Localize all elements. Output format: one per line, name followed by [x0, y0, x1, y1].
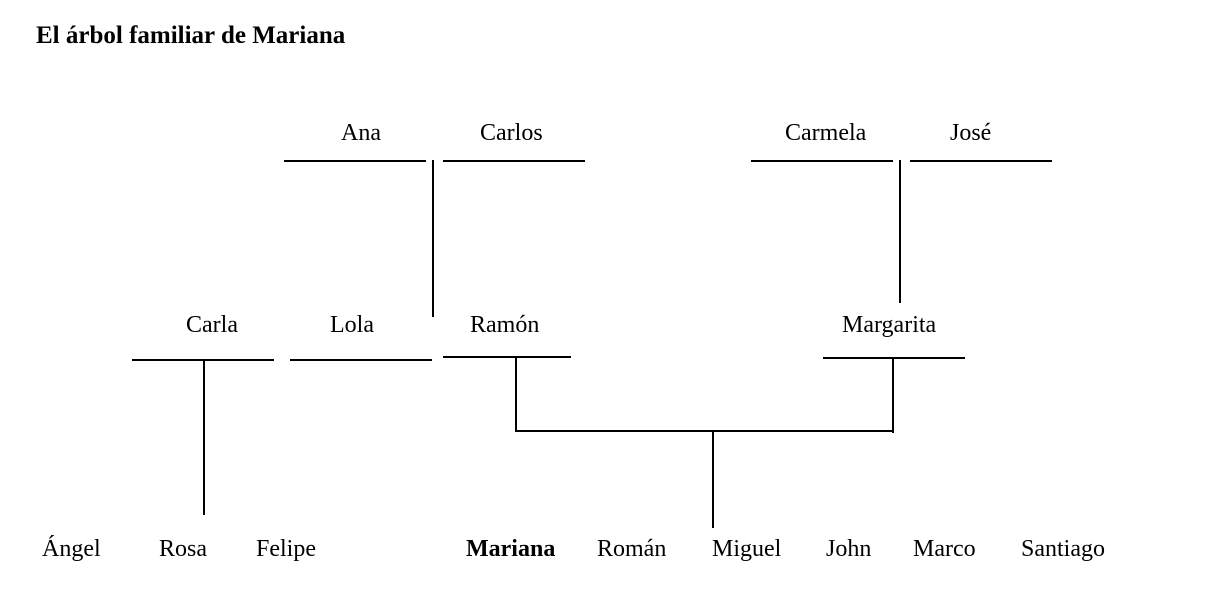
- carmela-jose-descent-line: [899, 160, 901, 303]
- person-mariana: Mariana: [466, 536, 556, 562]
- margarita-marriage-line: [892, 357, 894, 433]
- person-jose: José: [950, 120, 992, 146]
- person-john: John: [826, 536, 872, 562]
- person-ramon: Ramón: [470, 312, 540, 338]
- person-ana: Ana: [341, 120, 381, 146]
- ana-carlos-descent-line: [432, 160, 434, 317]
- person-carlos: Carlos: [480, 120, 543, 146]
- lola-underline: [290, 359, 432, 361]
- person-roman: Román: [597, 536, 667, 562]
- jose-underline: [910, 160, 1052, 162]
- children-descent-line: [712, 430, 714, 528]
- carmela-underline: [751, 160, 893, 162]
- ramon-underline: [443, 356, 571, 358]
- person-lola: Lola: [330, 312, 374, 338]
- person-santiago: Santiago: [1021, 536, 1105, 562]
- person-rosa: Rosa: [159, 536, 207, 562]
- person-felipe: Felipe: [256, 536, 316, 562]
- person-miguel: Miguel: [712, 536, 782, 562]
- person-carla: Carla: [186, 312, 238, 338]
- margarita-underline: [823, 357, 965, 359]
- carla-descent-line: [203, 359, 205, 515]
- ramon-margarita-connector: [515, 430, 894, 432]
- ramon-marriage-line: [515, 356, 517, 432]
- diagram-title: El árbol familiar de Mariana: [36, 22, 346, 49]
- person-carmela: Carmela: [785, 120, 867, 146]
- person-marco: Marco: [913, 536, 976, 562]
- ana-underline: [284, 160, 426, 162]
- carlos-underline: [443, 160, 585, 162]
- person-angel: Ángel: [42, 536, 101, 562]
- person-margarita: Margarita: [842, 312, 937, 338]
